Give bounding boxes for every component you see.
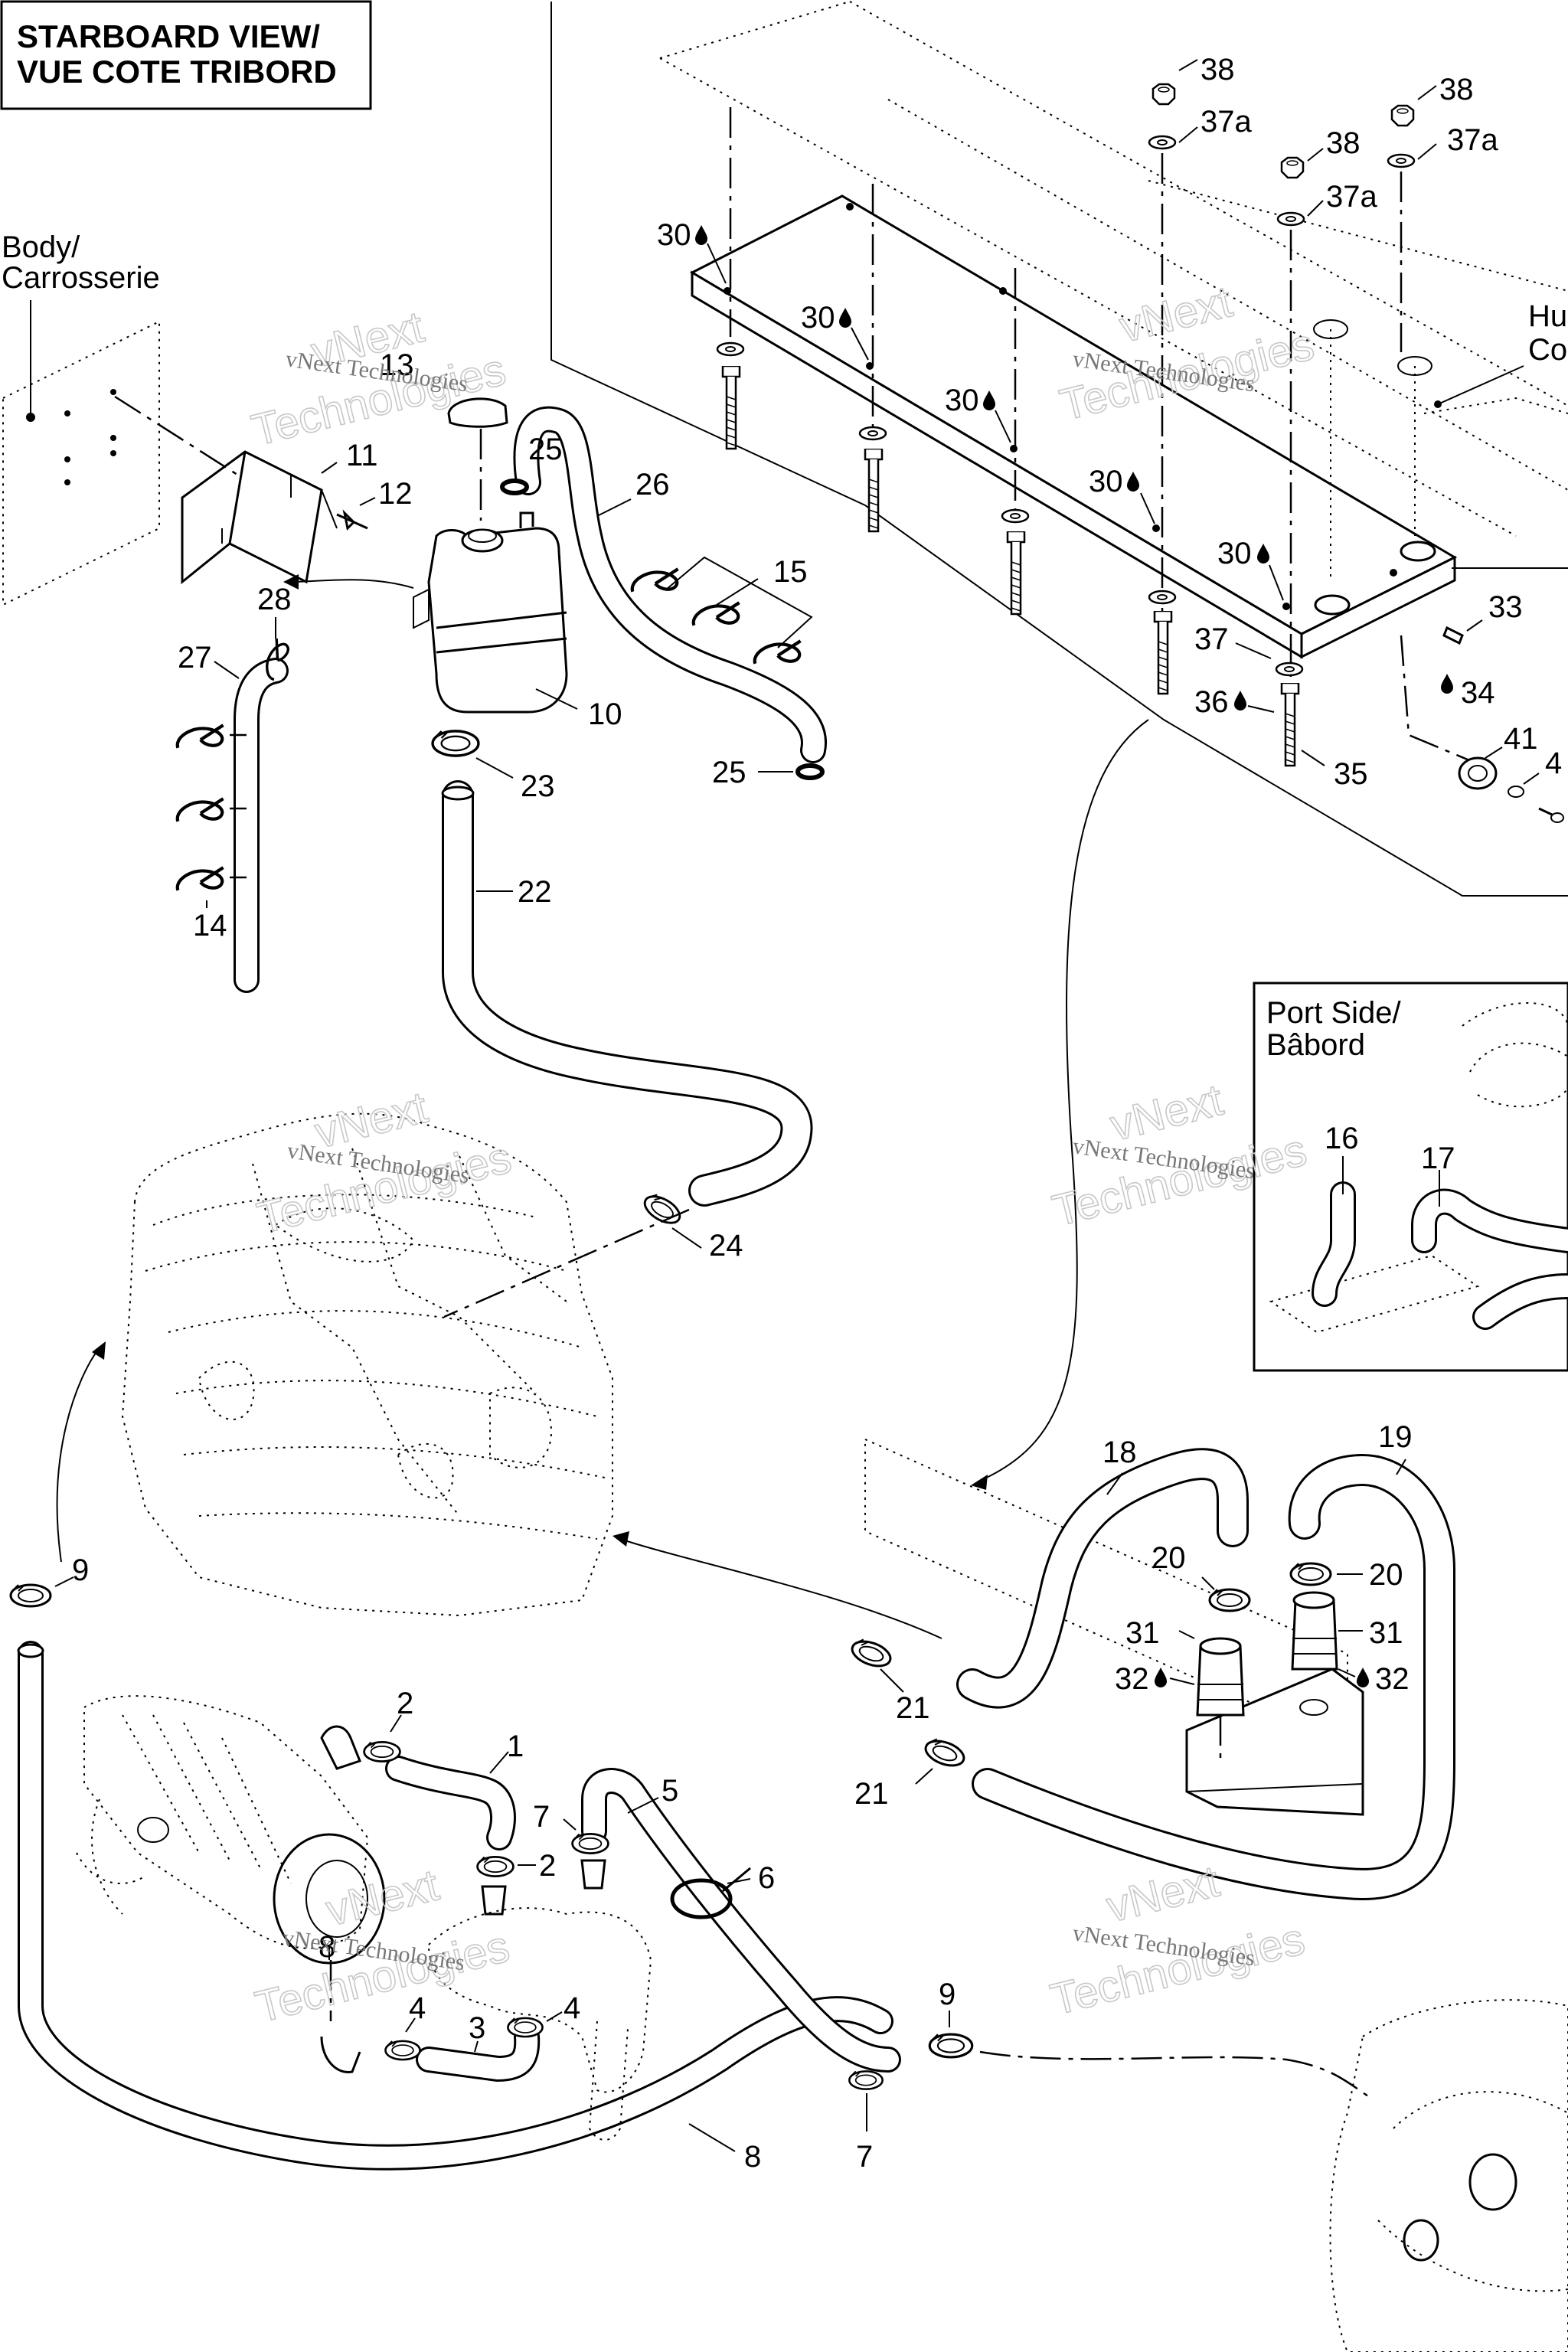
body-label-line-1: Body/ [2,230,80,264]
fasteners [716,83,1416,767]
callout-30b: 30 [801,301,835,335]
fitting-31b [1291,1591,1338,1671]
callout-28: 28 [257,583,292,616]
callout-32a: 32 [1115,1662,1149,1696]
hull-label-line-1: Hu [1528,299,1567,333]
callout-36: 36 [1194,685,1229,719]
callout-32b: 32 [1375,1662,1410,1696]
callout-30a: 30 [657,218,691,252]
title-line-2: VUE COTE TRIBORD [17,54,337,90]
callout-31a: 31 [1125,1616,1160,1650]
title-box: STARBOARD VIEW/ VUE COTE TRIBORD [0,0,372,110]
callout-3: 3 [469,2011,485,2045]
callout-30c: 30 [945,384,979,417]
callout-9a: 9 [72,1553,89,1587]
callout-4a: 4 [409,1991,426,2025]
callout-33: 33 [1488,590,1523,624]
callout-7a: 7 [533,1800,550,1834]
hose-8 [18,1641,893,2171]
callout-18: 18 [1102,1436,1137,1469]
cap-13 [447,397,508,428]
hose-3 [416,2024,541,2082]
callout-8a: 8 [744,2140,761,2174]
callout-13: 13 [380,348,414,382]
title-line-1: STARBOARD VIEW/ [17,18,320,54]
hose-18 [956,1448,1249,1709]
body-label-line-2: Carrosserie [2,261,160,295]
watermark-6-line-1: vNext [1102,1857,1224,1932]
inset-title-line-1: Port Side/ [1266,996,1402,1030]
clips-15 [632,556,813,664]
bracket-11 [181,450,338,585]
hose-19 [972,1454,1455,1900]
callout-1: 1 [507,1730,524,1763]
callout-38a: 38 [1200,53,1235,87]
clips-14 [178,725,247,890]
callout-38b: 38 [1439,73,1474,106]
callout-23: 23 [521,769,555,803]
callout-12: 12 [378,477,413,511]
callout-4c: 4 [1545,746,1562,780]
callout-21b: 21 [854,1777,889,1811]
callout-8b: 8 [318,1930,335,1964]
callout-9b: 9 [939,1978,956,2011]
watermark-4-line-1: vNext [1106,1075,1228,1151]
water-pump-assembly [76,1695,386,1965]
callout-22: 22 [518,875,552,909]
callout-37a-1: 37a [1200,105,1252,139]
callout-37: 37 [1194,622,1229,656]
callout-10: 10 [588,697,622,731]
callout-30e: 30 [1217,537,1252,570]
fitting-31a [1196,1637,1245,1717]
callout-41: 41 [1504,722,1538,756]
jet-pump-housing [1329,1999,1568,2352]
callout-15: 15 [773,555,808,589]
callout-24: 24 [709,1229,743,1263]
callout-20a: 20 [1152,1541,1186,1575]
callout-17: 17 [1421,1142,1455,1175]
callout-20b: 20 [1369,1558,1403,1592]
screw-12 [336,509,368,531]
callout-5: 5 [662,1774,678,1808]
watermark-5-line-1: vNext [322,1860,444,1936]
hose-5 [581,1768,901,2073]
hose-1 [385,1756,516,1851]
hull-support-plate [550,1,1568,897]
callout-14: 14 [193,909,227,942]
clip-6 [670,1867,751,1919]
inset-title-line-2: Bâbord [1266,1028,1365,1062]
callout-35: 35 [1334,757,1368,791]
callout-21a: 21 [896,1691,930,1725]
callout-38c: 38 [1326,126,1361,160]
hull-label-line-2: Co [1528,333,1567,367]
engine-block [121,1112,613,1617]
callout-37a-2: 37a [1447,123,1498,157]
callout-16: 16 [1325,1122,1359,1155]
callout-27: 27 [178,641,212,675]
callout-6: 6 [758,1861,775,1895]
callout-37a-3: 37a [1326,180,1377,214]
callout-2b: 2 [539,1849,556,1883]
callout-25a: 25 [528,433,563,466]
callout-34: 34 [1461,676,1495,710]
callout-25b: 25 [712,756,746,789]
hose-26 [513,406,827,763]
callout-19: 19 [1378,1420,1413,1454]
coolant-reservoir-10 [413,511,568,714]
callout-2a: 2 [397,1687,413,1720]
callout-11: 11 [346,439,378,472]
callout-31b: 31 [1369,1616,1403,1650]
body-panel: Body/ Carrosserie [2,230,238,606]
hose-22 [441,780,813,1207]
callout-26: 26 [635,468,670,501]
callout-7b: 7 [856,2140,873,2174]
port-side-inset: Port Side/ Bâbord [1253,982,1568,1372]
callout-4b: 4 [564,1991,580,2025]
hose-27 [234,658,289,993]
callout-30d: 30 [1089,465,1123,498]
